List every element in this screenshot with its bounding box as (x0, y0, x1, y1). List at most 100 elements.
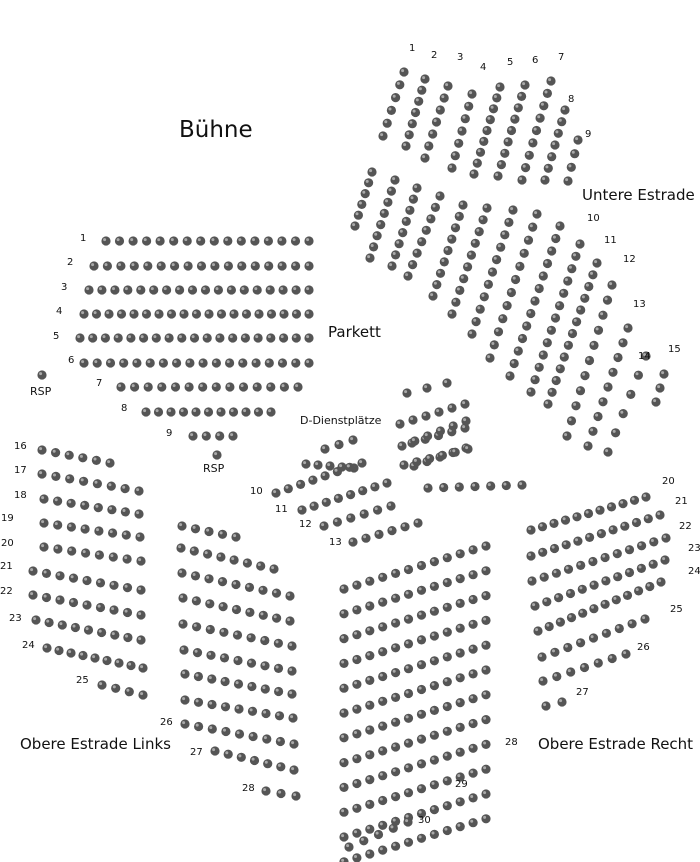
seat[interactable] (416, 610, 427, 620)
seat[interactable] (391, 841, 401, 851)
seat[interactable] (28, 590, 38, 600)
seat[interactable] (435, 426, 445, 436)
seat[interactable] (455, 772, 465, 782)
seat[interactable] (198, 382, 208, 392)
seat[interactable] (119, 358, 129, 368)
seat[interactable] (578, 608, 588, 618)
seat[interactable] (455, 822, 465, 832)
seat[interactable] (91, 309, 102, 319)
seat[interactable] (403, 639, 414, 649)
seat[interactable] (455, 698, 465, 708)
seat[interactable] (460, 399, 470, 409)
seat[interactable] (566, 613, 577, 623)
seat[interactable] (304, 236, 314, 246)
seat[interactable] (346, 513, 356, 523)
seat[interactable] (468, 768, 478, 778)
seat[interactable] (360, 189, 370, 199)
seat[interactable] (410, 107, 421, 118)
seat[interactable] (439, 482, 449, 493)
seat[interactable] (325, 461, 335, 471)
seat[interactable] (288, 713, 298, 723)
seat[interactable] (378, 795, 388, 806)
seat[interactable] (387, 261, 397, 271)
seat[interactable] (232, 630, 243, 640)
seat[interactable] (601, 576, 611, 586)
seat[interactable] (403, 713, 414, 723)
seat[interactable] (513, 346, 523, 356)
seat[interactable] (623, 323, 633, 333)
seat[interactable] (225, 382, 235, 392)
seat[interactable] (240, 333, 250, 343)
seat[interactable] (348, 537, 358, 547)
seat[interactable] (481, 615, 491, 626)
seat[interactable] (589, 340, 599, 350)
seat[interactable] (108, 528, 118, 538)
seat[interactable] (577, 584, 587, 594)
seat[interactable] (579, 662, 590, 673)
seat[interactable] (403, 589, 414, 599)
seat[interactable] (273, 638, 283, 648)
seat[interactable] (205, 599, 215, 609)
seat[interactable] (92, 479, 102, 489)
seat[interactable] (285, 616, 295, 626)
seat[interactable] (203, 407, 214, 417)
seat[interactable] (636, 563, 647, 574)
seat[interactable] (386, 501, 396, 511)
seat[interactable] (211, 382, 221, 392)
seat[interactable] (339, 708, 349, 718)
seat[interactable] (223, 261, 233, 271)
seat[interactable] (153, 407, 164, 417)
seat[interactable] (238, 358, 248, 368)
seat[interactable] (143, 261, 153, 271)
seat[interactable] (31, 615, 41, 625)
seat[interactable] (254, 309, 264, 319)
seat[interactable] (631, 517, 642, 528)
seat[interactable] (607, 280, 617, 290)
seat[interactable] (379, 208, 389, 218)
seat[interactable] (361, 533, 371, 543)
seat[interactable] (264, 261, 274, 271)
seat[interactable] (457, 126, 467, 136)
seat[interactable] (183, 261, 193, 271)
seat[interactable] (450, 151, 460, 161)
seat[interactable] (339, 733, 349, 743)
seat[interactable] (538, 271, 548, 281)
seat[interactable] (339, 658, 349, 669)
seat[interactable] (196, 261, 207, 271)
seat[interactable] (44, 617, 54, 628)
seat[interactable] (177, 333, 187, 343)
seat[interactable] (228, 431, 238, 441)
seat[interactable] (532, 209, 542, 219)
seat[interactable] (585, 532, 595, 543)
seat[interactable] (121, 530, 131, 540)
seat[interactable] (455, 648, 465, 658)
seat[interactable] (204, 526, 214, 537)
seat[interactable] (561, 540, 571, 550)
seat[interactable] (429, 780, 439, 790)
seat[interactable] (41, 592, 52, 603)
seat[interactable] (416, 709, 427, 719)
seat[interactable] (621, 649, 631, 659)
seat[interactable] (51, 471, 61, 481)
seat[interactable] (423, 483, 433, 493)
seat[interactable] (417, 85, 427, 95)
seat[interactable] (526, 387, 536, 397)
seat[interactable] (189, 546, 199, 556)
seat[interactable] (78, 453, 88, 463)
seat[interactable] (216, 552, 226, 562)
seat[interactable] (414, 96, 424, 106)
seat[interactable] (205, 624, 215, 635)
seat[interactable] (542, 597, 552, 607)
seat[interactable] (391, 93, 401, 103)
seat[interactable] (469, 169, 479, 179)
seat[interactable] (549, 543, 560, 554)
seat[interactable] (562, 431, 572, 441)
seat[interactable] (468, 619, 478, 629)
seat[interactable] (66, 522, 76, 532)
seat[interactable] (263, 759, 273, 769)
seat[interactable] (506, 125, 517, 136)
seat[interactable] (170, 382, 181, 392)
seat[interactable] (432, 280, 442, 290)
seat[interactable] (177, 521, 187, 531)
seat[interactable] (416, 833, 427, 843)
